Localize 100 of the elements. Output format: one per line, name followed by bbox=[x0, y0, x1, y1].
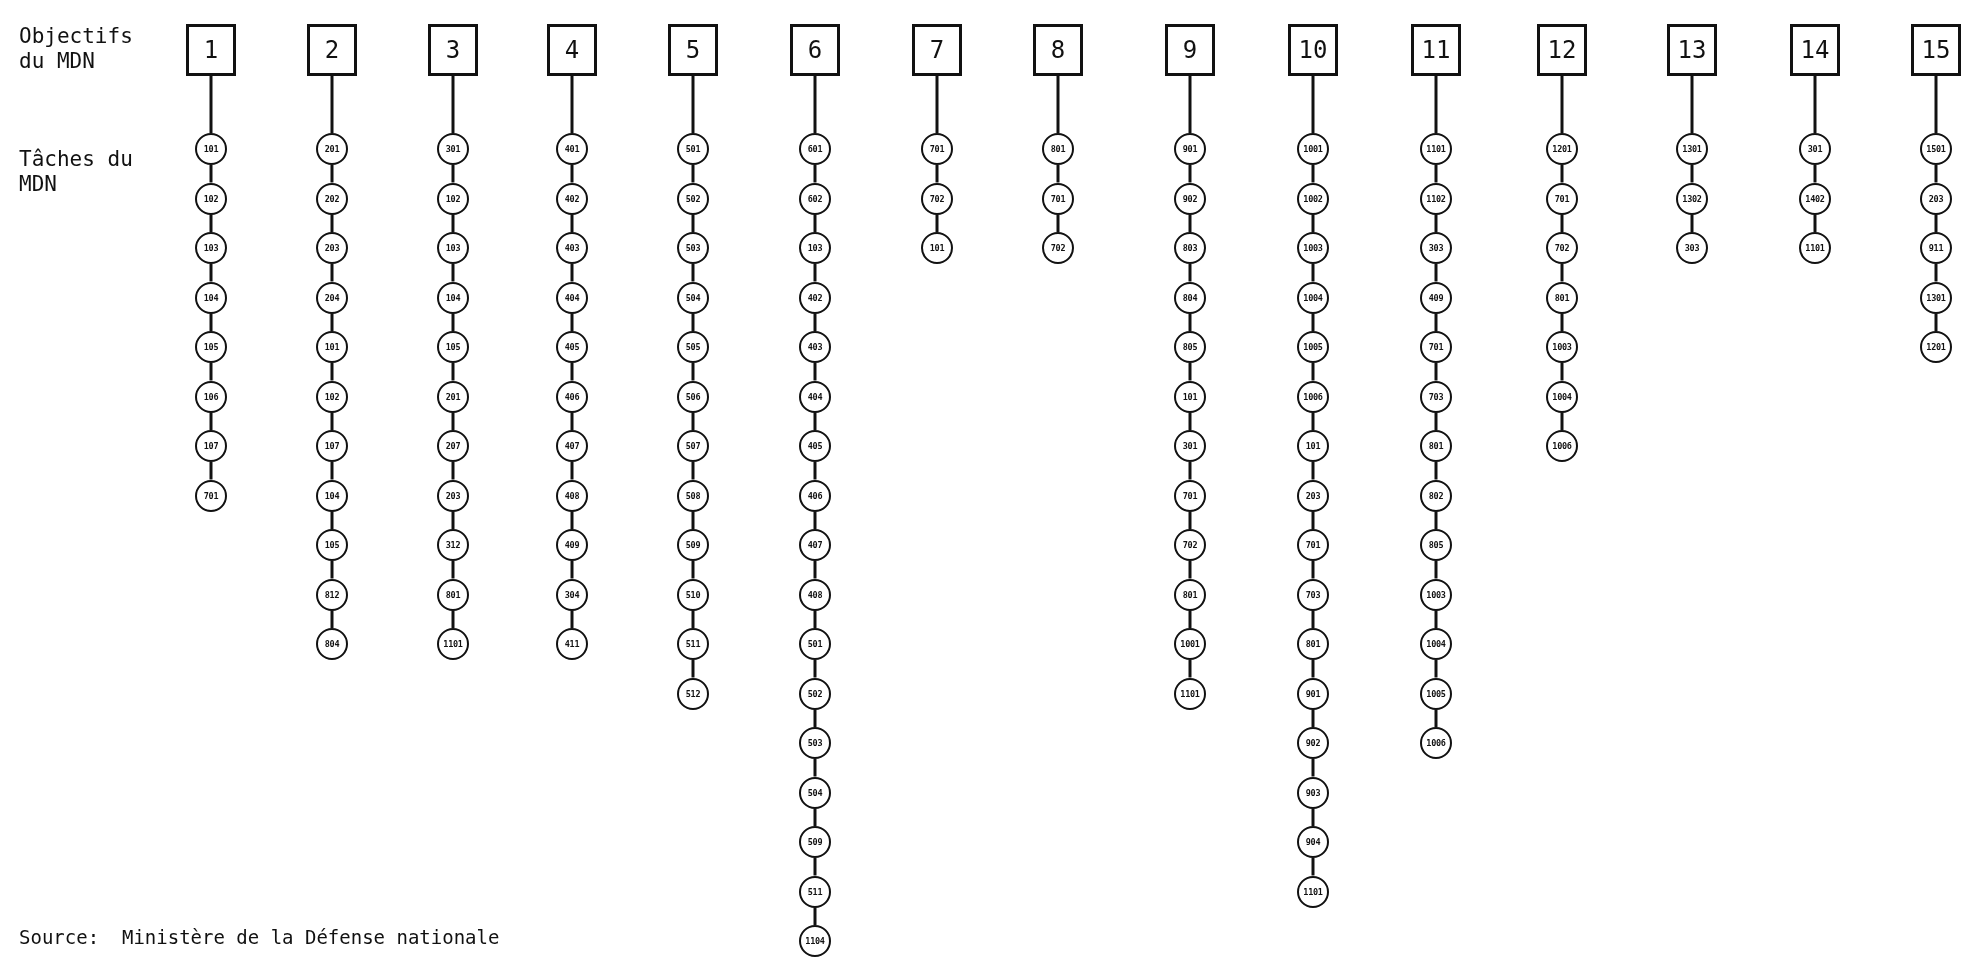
task-circle: 201 bbox=[316, 133, 348, 165]
connector-line bbox=[1690, 165, 1694, 183]
task-circle: 102 bbox=[437, 182, 469, 215]
task-circle: 103 bbox=[799, 232, 831, 264]
task-circle: 409 bbox=[1420, 281, 1452, 314]
task-circle: 501 bbox=[799, 628, 831, 660]
connector-line bbox=[1311, 561, 1315, 579]
task-circle: 301 bbox=[437, 133, 469, 165]
task-circle: 402 bbox=[799, 281, 831, 314]
connector-line bbox=[813, 907, 817, 925]
objective-box: 6 bbox=[790, 24, 840, 76]
task-circle: 812 bbox=[316, 578, 348, 611]
connector-line bbox=[330, 412, 334, 430]
connector-line bbox=[570, 610, 574, 628]
task-circle: 701 bbox=[1174, 479, 1206, 512]
connector-line bbox=[1311, 709, 1315, 727]
connector-line bbox=[570, 561, 574, 579]
task-circle: 104 bbox=[437, 281, 469, 314]
task-circle: 509 bbox=[799, 826, 831, 858]
connector-line bbox=[1056, 165, 1060, 183]
connector-line bbox=[813, 511, 817, 529]
connector-line bbox=[1434, 214, 1438, 232]
connector-line bbox=[1434, 264, 1438, 282]
task-circle: 107 bbox=[195, 430, 227, 462]
task-circle: 507 bbox=[677, 430, 709, 462]
task-circle: 1005 bbox=[1297, 331, 1329, 363]
connector-line bbox=[1690, 76, 1694, 133]
task-circle: 802 bbox=[1420, 479, 1452, 512]
connector-line bbox=[451, 610, 455, 628]
connector-line bbox=[1434, 165, 1438, 183]
task-circle: 804 bbox=[1174, 281, 1206, 314]
task-circle: 408 bbox=[556, 479, 588, 512]
task-circle: 703 bbox=[1420, 380, 1452, 413]
objective-box: 11 bbox=[1411, 24, 1461, 76]
task-circle: 1004 bbox=[1420, 628, 1452, 660]
connector-line bbox=[209, 462, 213, 480]
connector-line bbox=[1560, 76, 1564, 133]
connector-line bbox=[691, 313, 695, 331]
row-heading: Objectifs du MDN bbox=[19, 24, 134, 74]
connector-line bbox=[570, 511, 574, 529]
task-circle: 203 bbox=[316, 232, 348, 264]
task-circle: 301 bbox=[1174, 430, 1206, 462]
connector-line bbox=[813, 759, 817, 777]
task-circle: 1302 bbox=[1676, 182, 1708, 215]
objective-box: 3 bbox=[428, 24, 478, 76]
task-circle: 508 bbox=[677, 479, 709, 512]
task-circle: 1006 bbox=[1297, 380, 1329, 413]
objective-box: 15 bbox=[1911, 24, 1961, 76]
connector-line bbox=[813, 313, 817, 331]
connector-line bbox=[330, 462, 334, 480]
connector-line bbox=[813, 462, 817, 480]
task-circle: 903 bbox=[1297, 776, 1329, 809]
task-circle: 511 bbox=[677, 628, 709, 660]
task-circle: 602 bbox=[799, 182, 831, 215]
task-circle: 405 bbox=[799, 430, 831, 462]
connector-line bbox=[691, 264, 695, 282]
task-circle: 504 bbox=[677, 281, 709, 314]
task-circle: 701 bbox=[1042, 182, 1074, 215]
task-circle: 1004 bbox=[1546, 380, 1578, 413]
task-circle: 105 bbox=[437, 331, 469, 363]
connector-line bbox=[935, 76, 939, 133]
task-circle: 408 bbox=[799, 578, 831, 611]
connector-line bbox=[570, 214, 574, 232]
connector-line bbox=[1311, 610, 1315, 628]
task-circle: 202 bbox=[316, 182, 348, 215]
connector-line bbox=[1311, 660, 1315, 678]
task-circle: 203 bbox=[1297, 479, 1329, 512]
connector-line bbox=[813, 709, 817, 727]
task-circle: 1102 bbox=[1420, 182, 1452, 215]
connector-line bbox=[1056, 76, 1060, 133]
connector-line bbox=[1560, 313, 1564, 331]
task-circle: 1003 bbox=[1297, 232, 1329, 264]
connector-line bbox=[209, 165, 213, 183]
task-circle: 801 bbox=[437, 578, 469, 611]
objective-box: 5 bbox=[668, 24, 718, 76]
connector-line bbox=[691, 660, 695, 678]
task-circle: 312 bbox=[437, 529, 469, 561]
connector-line bbox=[1813, 214, 1817, 232]
task-circle: 801 bbox=[1297, 628, 1329, 660]
task-circle: 1001 bbox=[1174, 628, 1206, 660]
connector-line bbox=[1311, 808, 1315, 826]
connector-line bbox=[1560, 165, 1564, 183]
task-circle: 1101 bbox=[437, 628, 469, 660]
task-circle: 904 bbox=[1297, 826, 1329, 858]
task-circle: 1002 bbox=[1297, 182, 1329, 215]
connector-line bbox=[1560, 412, 1564, 430]
source-note: Source: Ministère de la Défense nationale bbox=[19, 926, 500, 948]
connector-line bbox=[1690, 214, 1694, 232]
connector-line bbox=[1056, 214, 1060, 232]
task-circle: 1006 bbox=[1546, 430, 1578, 462]
connector-line bbox=[1434, 660, 1438, 678]
connector-line bbox=[1311, 165, 1315, 183]
connector-line bbox=[813, 264, 817, 282]
task-circle: 501 bbox=[677, 133, 709, 165]
task-circle: 406 bbox=[556, 380, 588, 413]
connector-line bbox=[451, 165, 455, 183]
task-circle: 502 bbox=[677, 182, 709, 215]
task-circle: 702 bbox=[1174, 529, 1206, 561]
task-circle: 102 bbox=[195, 182, 227, 215]
task-circle: 101 bbox=[1174, 380, 1206, 413]
